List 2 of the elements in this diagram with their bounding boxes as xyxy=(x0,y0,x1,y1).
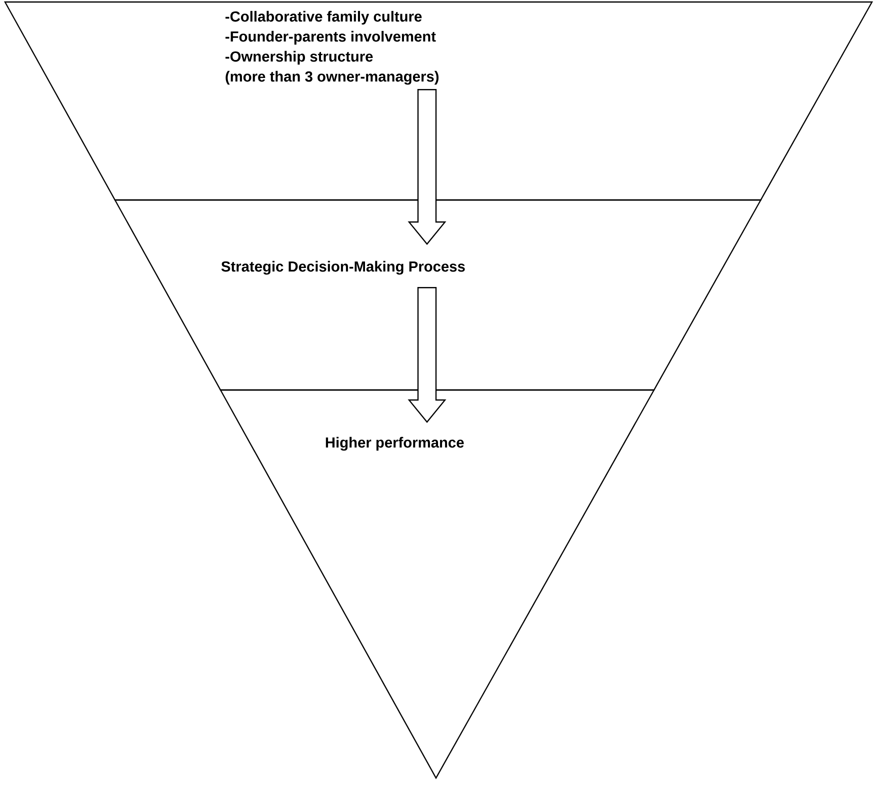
block-arrow xyxy=(408,287,446,423)
block-arrow xyxy=(408,89,446,245)
